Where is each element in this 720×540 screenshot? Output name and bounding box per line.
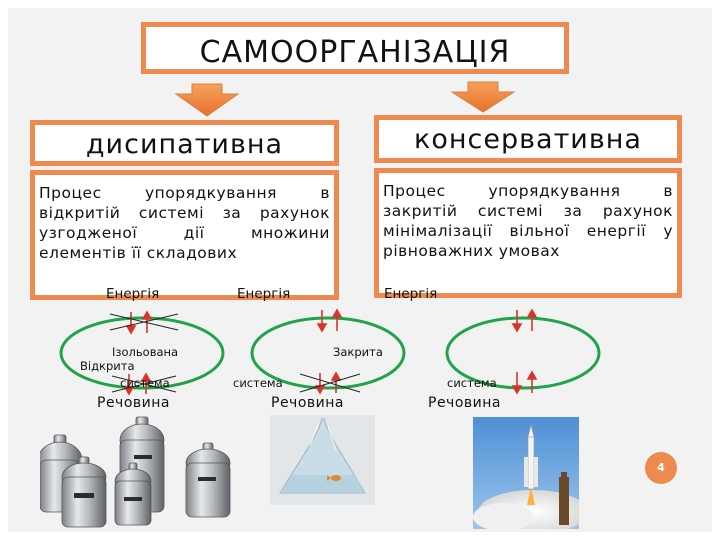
closed-system-label: Закрита bbox=[333, 345, 383, 359]
open-system-label: Відкрита bbox=[80, 359, 135, 373]
dewar-flasks-image bbox=[40, 415, 240, 530]
closed-energy-arrows bbox=[318, 310, 341, 331]
conservative-label: консервативна bbox=[379, 124, 677, 155]
conservative-box: консервативна bbox=[374, 115, 682, 163]
rocket-launch-image bbox=[473, 417, 579, 529]
isolated-system-word: система bbox=[120, 376, 170, 390]
dissipative-description: Процес упорядкування в відкритій системі… bbox=[39, 183, 330, 263]
conservative-description-box: Процес упорядкування в закритій системі … bbox=[374, 168, 682, 298]
fish-bag-image bbox=[270, 415, 375, 505]
matter-label-open: Речовина bbox=[428, 395, 501, 411]
energy-label-closed: Енергія bbox=[237, 286, 290, 302]
matter-label-closed: Речовина bbox=[271, 395, 344, 411]
down-arrow-left bbox=[176, 84, 238, 116]
dissipative-description-box: Процес упорядкування в відкритій системі… bbox=[30, 170, 339, 300]
closed-system-word: система bbox=[233, 376, 283, 390]
dissipative-label: дисипативна bbox=[35, 129, 334, 160]
down-arrow-right bbox=[452, 82, 514, 112]
open-energy-arrows bbox=[513, 310, 536, 331]
open-matter-arrows bbox=[513, 372, 536, 393]
matter-label-isolated: Речовина bbox=[97, 395, 170, 411]
isolated-system-label: Ізольована bbox=[112, 345, 178, 359]
closed-matter-arrows bbox=[316, 373, 340, 393]
energy-label-open: Енергія bbox=[384, 286, 437, 302]
open-system-word: система bbox=[447, 376, 497, 390]
dissipative-box: дисипативна bbox=[30, 120, 339, 166]
page-number-badge: 4 bbox=[645, 452, 677, 484]
conservative-description: Процес упорядкування в закритій системі … bbox=[383, 181, 673, 261]
energy-label-isolated: Енергія bbox=[106, 286, 159, 302]
